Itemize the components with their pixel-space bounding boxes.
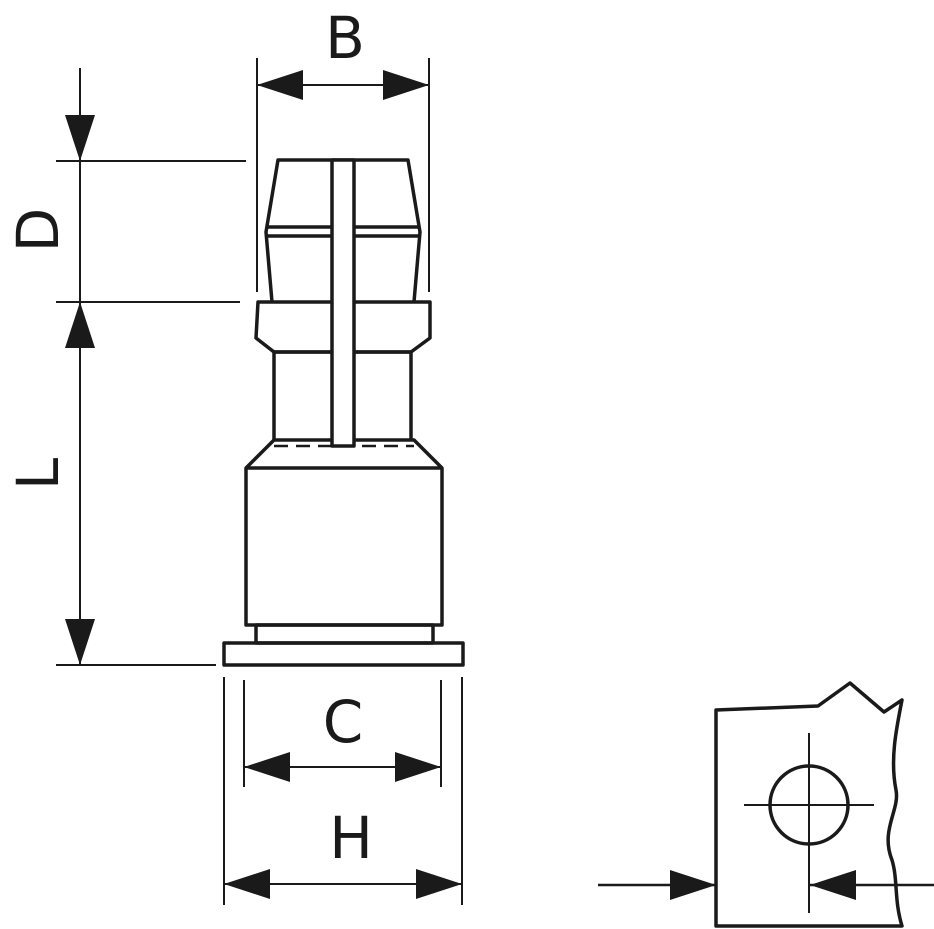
label-c: C (323, 688, 364, 756)
flange-neck (254, 623, 435, 645)
center-slot (330, 158, 356, 448)
label-h: H (329, 804, 373, 872)
label-l: L (4, 458, 72, 490)
label-d: D (4, 208, 72, 253)
collar (254, 300, 432, 354)
dimension-lines (56, 58, 463, 905)
label-b: B (325, 4, 365, 72)
section-detail (598, 681, 934, 928)
terminal-body (222, 158, 465, 667)
base-flange (222, 641, 465, 667)
plate-outline (714, 681, 904, 928)
